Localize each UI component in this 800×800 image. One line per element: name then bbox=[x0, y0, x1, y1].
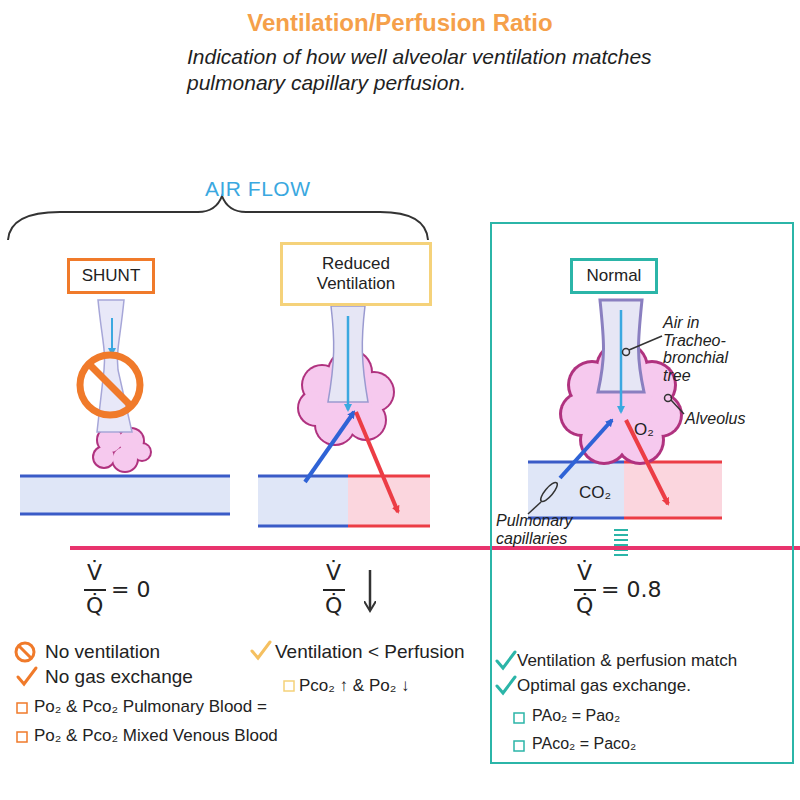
capillary-fill bbox=[20, 476, 230, 514]
ratio-denominator: Q̇ bbox=[86, 595, 103, 617]
box-label: SHUNT bbox=[82, 266, 141, 286]
ratio-marker bbox=[614, 544, 628, 546]
box-label: Reduced Ventilation bbox=[296, 254, 416, 295]
list-item: Pco₂ ↑ & Po₂ ↓ bbox=[299, 676, 410, 696]
ratio-numerator: V̇ bbox=[326, 562, 341, 584]
list-item: No gas exchange bbox=[45, 666, 193, 688]
bullet-square bbox=[284, 681, 294, 691]
ratio-marker bbox=[614, 554, 628, 556]
ratio-marker bbox=[614, 530, 628, 555]
part-label: Alveolus bbox=[685, 410, 745, 428]
gas-label: O₂ bbox=[634, 420, 654, 440]
fraction-bar bbox=[84, 589, 106, 591]
alveolus-fill bbox=[94, 447, 114, 467]
no-entry-icon bbox=[16, 643, 34, 661]
air-arrow bbox=[620, 310, 623, 412]
capillary-fill bbox=[348, 476, 430, 526]
frame-note: Ventilation & perfusion match bbox=[517, 651, 737, 671]
list-item: Ventilation < Perfusion bbox=[275, 641, 465, 663]
frame-note: Optimal gas exchange. bbox=[517, 676, 691, 696]
box-label: Normal bbox=[587, 266, 642, 286]
leader-dot bbox=[623, 349, 630, 356]
ratio-denominator: Q̇ bbox=[576, 595, 593, 617]
list-item: Po₂ & Pco₂ Pulmonary Blood = bbox=[34, 697, 267, 717]
no-entry-symbol bbox=[89, 364, 131, 406]
fraction-bar bbox=[574, 589, 596, 591]
no-entry-icon bbox=[19, 646, 31, 658]
check-mark bbox=[497, 677, 515, 693]
shunt-box: SHUNT bbox=[67, 258, 155, 294]
air-arrow bbox=[111, 318, 113, 354]
oxygen-arrow bbox=[560, 420, 612, 478]
normal-box: Normal bbox=[570, 258, 658, 294]
no-entry-symbol bbox=[80, 355, 140, 415]
capillary-wall bbox=[348, 525, 430, 528]
co2-arrow bbox=[356, 412, 398, 512]
air-arrow bbox=[347, 316, 350, 410]
ratio-marker bbox=[614, 529, 628, 531]
check-mark bbox=[252, 642, 270, 658]
frame-note: PAo₂ = Pao₂ bbox=[532, 707, 620, 725]
air-flow-brace bbox=[8, 196, 428, 240]
frame-note: PAco₂ = Paco₂ bbox=[532, 735, 636, 753]
ratio-value: = 0 bbox=[111, 579, 150, 601]
diagram-title: Ventilation/Perfusion Ratio bbox=[0, 9, 800, 37]
leader-line bbox=[671, 400, 684, 414]
ratio-marker bbox=[614, 534, 628, 536]
leader-dot bbox=[538, 480, 560, 504]
capillary-wall bbox=[20, 475, 230, 478]
capillary-fill bbox=[258, 476, 348, 526]
subtitle: Indication of how well alveolar ventilat… bbox=[187, 44, 667, 97]
fraction-bar bbox=[323, 589, 345, 591]
capillary-wall bbox=[258, 525, 348, 528]
bullet-square bbox=[17, 732, 27, 742]
part-label: Pulmonary capillaries bbox=[496, 512, 606, 547]
capillary-wall bbox=[258, 475, 348, 478]
part-label: Air in Tracheo- bronchial tree bbox=[663, 314, 755, 384]
alveolus-fill bbox=[134, 444, 150, 460]
capillary-fill bbox=[624, 462, 722, 518]
capillary-wall bbox=[20, 513, 230, 516]
alveolus-fill bbox=[113, 447, 137, 471]
leader-line bbox=[629, 336, 662, 350]
air-flow-label: AIR FLOW bbox=[205, 177, 311, 201]
capillary-wall bbox=[348, 475, 430, 478]
bullet-square bbox=[514, 713, 524, 723]
gas-label: CO₂ bbox=[579, 483, 611, 503]
alveolus-outline bbox=[92, 426, 152, 473]
decrease-arrow bbox=[369, 570, 372, 610]
ratio-marker bbox=[614, 539, 628, 541]
check-mark bbox=[18, 668, 36, 684]
ratio-value: = 0.8 bbox=[601, 579, 661, 601]
capillary-wall bbox=[624, 517, 722, 520]
ratio-numerator: V̇ bbox=[87, 562, 102, 584]
ratio-numerator: V̇ bbox=[577, 562, 592, 584]
ratio-axis bbox=[70, 546, 800, 550]
reduced-ventilation-box: Reduced Ventilation bbox=[280, 242, 432, 306]
alveolus-fill bbox=[94, 428, 150, 471]
leader-dot bbox=[665, 395, 672, 402]
bullet-square bbox=[17, 703, 27, 713]
list-item: Po₂ & Pco₂ Mixed Venous Blood bbox=[34, 726, 278, 746]
bullet-square bbox=[514, 741, 524, 751]
check-mark bbox=[497, 652, 515, 668]
normal-frame: Ventilation & perfusion matchOptimal gas… bbox=[490, 222, 794, 764]
oxygen-arrow bbox=[305, 412, 354, 482]
list-item: No ventilation bbox=[45, 641, 160, 663]
co2-arrow bbox=[626, 420, 668, 504]
ratio-denominator: Q̇ bbox=[325, 595, 342, 617]
capillary-fill bbox=[528, 462, 624, 518]
